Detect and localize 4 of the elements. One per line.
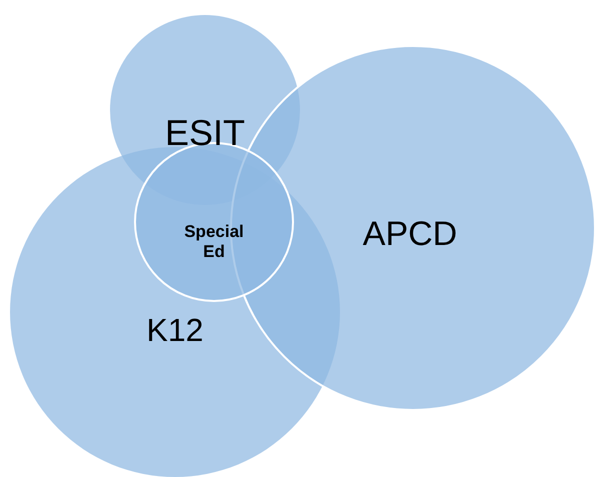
set-label: Special Ed xyxy=(183,222,245,262)
set-label: APCD xyxy=(362,215,458,254)
set-label: ESIT xyxy=(164,112,246,154)
set-label: K12 xyxy=(146,312,204,349)
